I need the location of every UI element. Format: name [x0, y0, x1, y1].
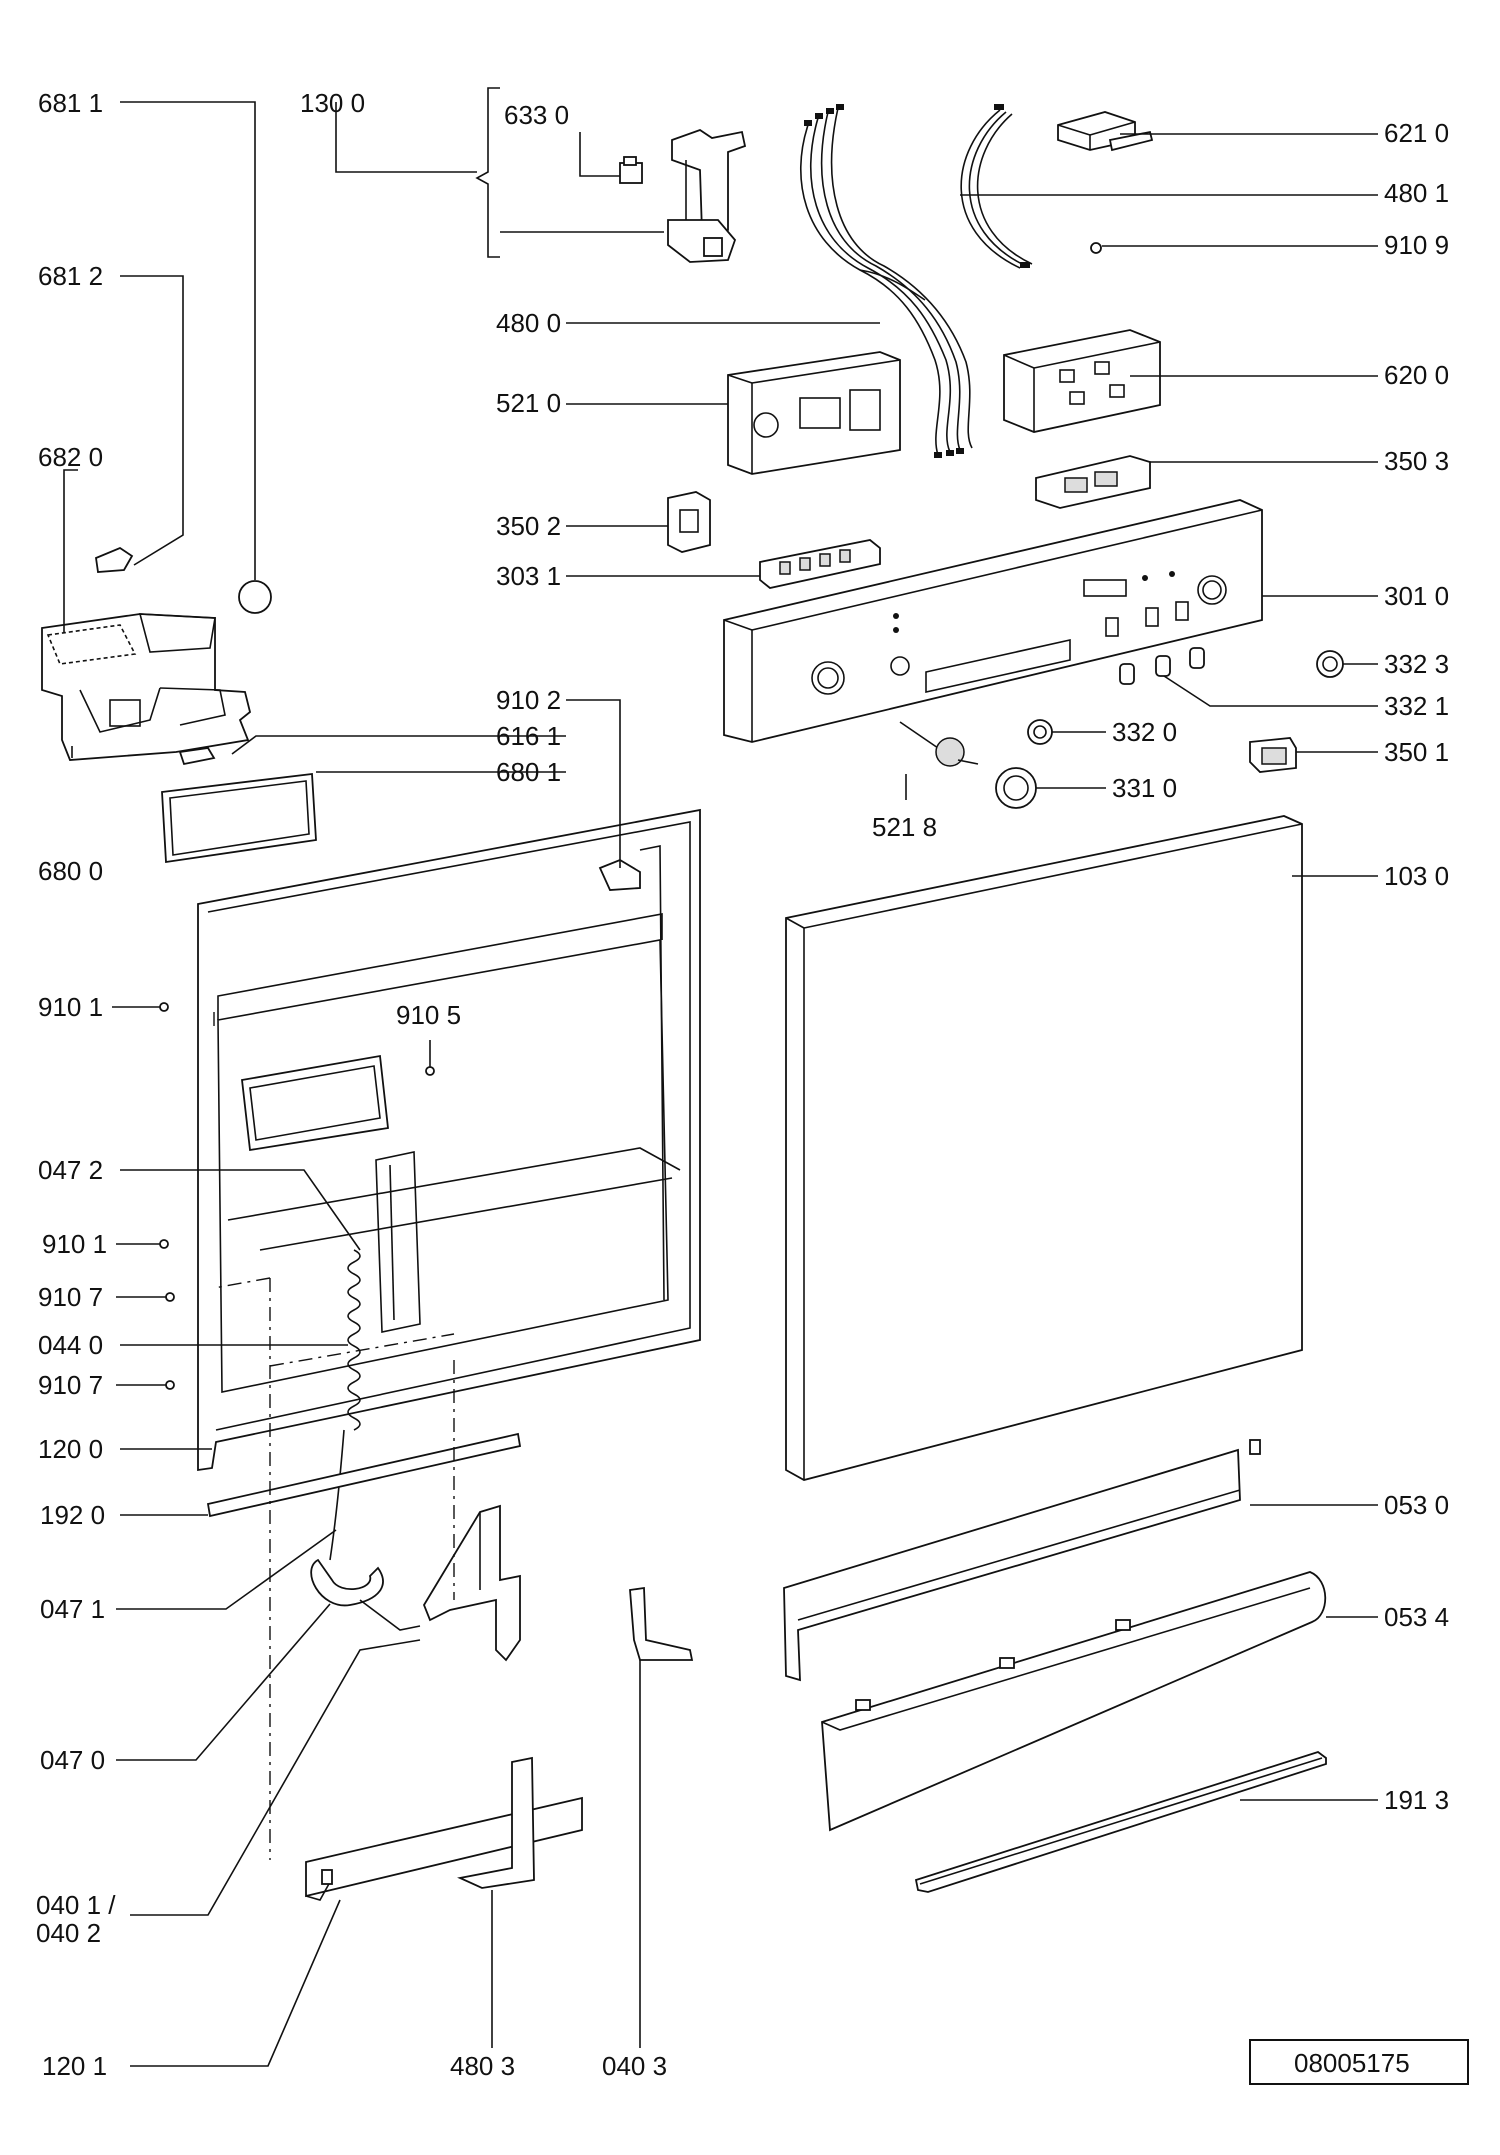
label-6800: 680 0	[38, 856, 103, 886]
label-6801: 680 1	[496, 757, 561, 787]
sensor-part-5218	[899, 721, 979, 767]
screw-part-9101	[159, 1002, 169, 1012]
label-6210: 621 0	[1384, 118, 1449, 148]
connector-part-3501	[1249, 737, 1297, 773]
label-3320: 332 0	[1112, 717, 1177, 747]
label-3503: 350 3	[1384, 446, 1449, 476]
door-lock-part	[667, 129, 747, 263]
part-number-labels: 681 1 130 0 633 0 621 0 480 1 910 9 681 …	[36, 88, 1449, 2081]
knob-part-3323	[1316, 650, 1344, 678]
outer-door-panel-part	[785, 815, 1303, 1481]
label-6161: 616 1	[496, 721, 561, 751]
label-0534: 053 4	[1384, 1602, 1449, 1632]
screw-part-9105	[425, 1066, 435, 1076]
label-0402: 040 2	[36, 1918, 101, 1948]
ring-part-3310	[995, 767, 1037, 809]
small-part-6161	[178, 747, 216, 766]
leader-lines	[63, 101, 1378, 2067]
drawing-number: 08005175	[1294, 2048, 1410, 2078]
label-0530: 053 0	[1384, 1490, 1449, 1520]
label-4800: 480 0	[496, 308, 561, 338]
label-0401: 040 1 /	[36, 1890, 116, 1920]
knob-part-3320	[1027, 719, 1053, 745]
keypad-part	[759, 539, 881, 589]
foot-bracket-part	[457, 1756, 535, 1889]
label-5210: 521 0	[496, 388, 561, 418]
label-3031: 303 1	[496, 561, 561, 591]
screw-part-9107	[165, 1292, 175, 1302]
label-1030: 103 0	[1384, 861, 1449, 891]
hinge-bracket-part	[422, 1504, 521, 1662]
screw-part-9101	[159, 1239, 169, 1249]
label-9102: 910 2	[496, 685, 561, 715]
label-3310: 331 0	[1112, 773, 1177, 803]
label-3321: 332 1	[1384, 691, 1449, 721]
label-9105: 910 5	[396, 1000, 461, 1030]
label-6200: 620 0	[1384, 360, 1449, 390]
label-9107b: 910 7	[38, 1370, 103, 1400]
label-6820: 682 0	[38, 442, 103, 472]
screw-part-9107	[165, 1380, 175, 1390]
connector-part-3502	[667, 491, 711, 553]
drawing-number-box: 08005175	[1249, 2039, 1469, 2085]
label-0403: 040 3	[602, 2051, 667, 2081]
label-9101b: 910 1	[42, 1229, 107, 1259]
label-9109: 910 9	[1384, 230, 1449, 260]
label-0470: 047 0	[40, 1745, 105, 1775]
label-4801: 480 1	[1384, 178, 1449, 208]
module-part-621	[1057, 111, 1154, 152]
label-6812: 681 2	[38, 261, 103, 291]
bottom-rail-part	[305, 1796, 583, 1901]
detergent-dispenser-part	[41, 546, 252, 761]
label-3010: 301 0	[1384, 581, 1449, 611]
round-plug-part	[238, 580, 272, 614]
label-1913: 191 3	[1384, 1785, 1449, 1815]
label-0472: 047 2	[38, 1155, 103, 1185]
label-3323: 332 3	[1384, 649, 1449, 679]
label-5218: 521 8	[872, 812, 937, 842]
cable-part	[960, 104, 1033, 269]
label-6811: 681 1	[38, 88, 103, 118]
spring-part	[347, 1249, 361, 1431]
lower-strip-part	[914, 1751, 1327, 1893]
pulley-part	[310, 1558, 421, 1631]
label-6330: 633 0	[504, 100, 569, 130]
label-1200: 120 0	[38, 1434, 103, 1464]
label-9101a: 910 1	[38, 992, 103, 1022]
label-3501: 350 1	[1384, 737, 1449, 767]
inner-door-part	[197, 808, 701, 1472]
kick-plate-upper-part	[783, 1439, 1261, 1682]
alignment-line	[213, 1277, 271, 1289]
alignment-line	[269, 1333, 455, 1367]
gasket-part	[161, 772, 317, 864]
label-0471: 047 1	[40, 1594, 105, 1624]
label-0440: 044 0	[38, 1330, 103, 1360]
clip-part-633	[619, 156, 643, 184]
label-1201: 120 1	[42, 2051, 107, 2081]
label-3502: 350 2	[496, 511, 561, 541]
label-4803: 480 3	[450, 2051, 515, 2081]
push-buttons-part-3321	[1119, 647, 1205, 685]
screw-part-9109	[1090, 242, 1102, 254]
bracket-part-620	[1003, 329, 1161, 433]
connector-block-part-3503	[1035, 455, 1151, 509]
label-1300: 130 0	[300, 88, 365, 118]
control-board-part	[727, 351, 901, 475]
label-9107a: 910 7	[38, 1282, 103, 1312]
group-brace	[475, 87, 500, 258]
strip-part-1920	[206, 1432, 522, 1518]
wiring-harness-part	[800, 104, 973, 458]
bracket-part-0403	[629, 1586, 694, 1661]
door-cable-part	[329, 1429, 345, 1561]
control-panel-part	[723, 499, 1263, 743]
label-1920: 192 0	[40, 1500, 105, 1530]
kick-plate-lower-part	[821, 1571, 1327, 1832]
